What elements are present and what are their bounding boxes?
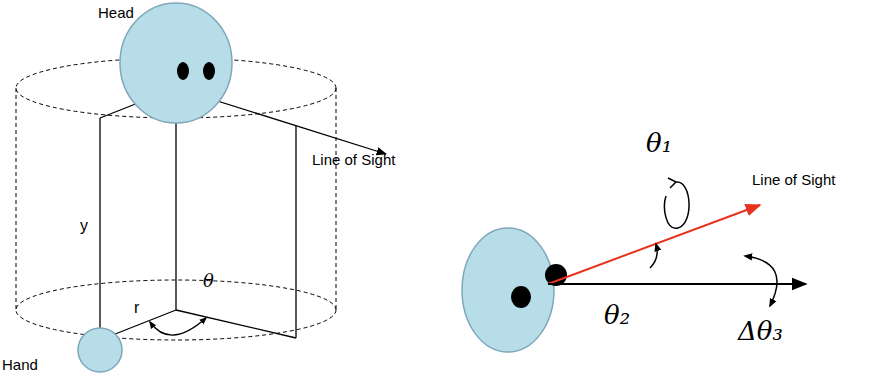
angle-label: θ₂ (604, 302, 630, 328)
axis-label: Line of Sight (752, 172, 835, 187)
angle-label: θ (203, 272, 214, 290)
head-node: Head (96, 0, 236, 132)
axis-label: Line of Sight (312, 152, 395, 167)
hand-node: Hand (0, 326, 124, 376)
dimension-label: r (134, 300, 139, 316)
node-label: Head (98, 4, 134, 21)
head-side (462, 228, 554, 352)
angle-label: Δθ₃ (738, 318, 783, 344)
node-label: Hand (2, 356, 38, 373)
dimension-label: y (80, 218, 88, 234)
angle-label: θ₁ (646, 130, 672, 156)
